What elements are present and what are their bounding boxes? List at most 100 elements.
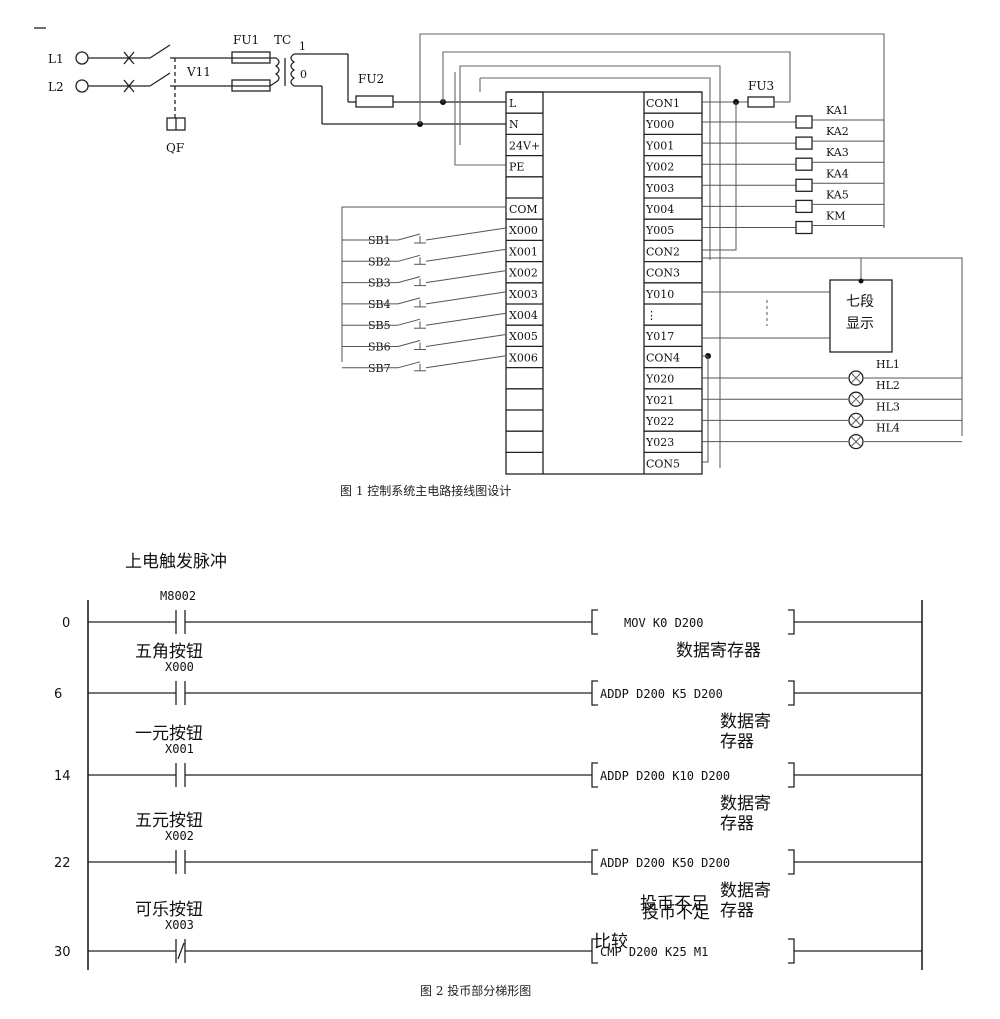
- plc-terminal-label: Y021: [645, 394, 674, 407]
- terminal-l1: [75, 51, 89, 65]
- rung-comment: 可乐按钮: [135, 900, 203, 920]
- terminal-l2: [75, 79, 89, 93]
- contact-device: X001: [165, 742, 194, 756]
- operand-comment: 存器: [720, 814, 754, 834]
- relay-ka5: KA5: [702, 188, 884, 214]
- plc-terminal-label: PE: [509, 161, 524, 174]
- display-label-1: 七段: [846, 294, 874, 310]
- instruction-bracket: [591, 938, 598, 964]
- tap-0-label: 0: [300, 68, 307, 81]
- instruction-comment: 比较: [594, 932, 628, 952]
- rung-step-number: 30: [54, 945, 71, 960]
- plc-terminal-label: X003: [509, 288, 538, 301]
- plc-terminal-label: X000: [509, 224, 538, 237]
- relay-ka3: KA3: [702, 146, 884, 171]
- instruction-bracket: [591, 849, 598, 875]
- plc-terminal-label: Y003: [645, 182, 674, 195]
- operand-comment: 投币不足: [640, 894, 708, 914]
- instruction-text: CMP D200 K25 M1: [600, 945, 708, 959]
- rung-comment: 五角按钮: [135, 642, 203, 662]
- plc-terminal-label: CON2: [646, 245, 680, 258]
- circuit-diagram: L1 L2 QF V11 FU1 TC 1 0 FU2: [34, 27, 963, 498]
- operand-comment: 存器: [720, 901, 754, 921]
- pushbutton-sb6: SB6: [342, 334, 507, 354]
- instruction-bracket: [591, 762, 598, 788]
- relay-ka4: KA4: [702, 167, 884, 192]
- plc-terminal-label: CON4: [646, 351, 680, 364]
- switch-label: V11: [186, 65, 211, 79]
- pushbutton-sb1: SB1: [342, 227, 507, 247]
- operand-comment: 数据寄: [720, 712, 771, 732]
- relay-label: KA5: [826, 188, 849, 201]
- plc-terminal-label: 24V+: [509, 139, 540, 152]
- tap-1-label: 1: [299, 40, 306, 53]
- plc-terminal-label: Y023: [645, 436, 674, 449]
- lamp-hl4: HL4: [702, 422, 962, 450]
- rung-step-number: 22: [54, 856, 71, 871]
- plc-terminal-label: COM: [509, 203, 538, 216]
- lamp-label: HL2: [876, 379, 900, 392]
- terminal-label-l1: L1: [48, 52, 64, 66]
- plc-terminal-label: Y022: [645, 415, 674, 428]
- plc-terminal-label: X002: [509, 267, 538, 280]
- lamp-hl1: HL1: [702, 358, 962, 386]
- contact-device: X003: [165, 918, 194, 932]
- relay-label: KA3: [826, 146, 849, 159]
- plc-right-terminals: CON1Y000Y001Y002Y003Y004Y005CON2CON3Y010…: [644, 91, 702, 470]
- pushbutton-sb4: SB4: [342, 291, 507, 311]
- plc-terminal-label: X004: [509, 309, 538, 322]
- plc-terminal-label: Y002: [645, 161, 674, 174]
- lamp-label: HL1: [876, 358, 900, 371]
- contact-device: M8002: [160, 589, 196, 603]
- lamp-hl2: HL2: [702, 379, 962, 407]
- relay-ka1: KA1: [702, 104, 884, 129]
- instruction-text: ADDP D200 K5 D200: [600, 687, 723, 701]
- operand-comment: 投币不足: [642, 903, 710, 923]
- breaker-contacts: [123, 51, 135, 93]
- plc-terminal-label: CON3: [646, 267, 680, 280]
- plc-terminal-label: Y017: [645, 330, 674, 343]
- fuse-fu2-label: FU2: [358, 72, 384, 86]
- lamp-hl3: HL3: [702, 400, 962, 429]
- lamp-label: HL3: [876, 400, 900, 413]
- instruction-text: MOV K0 D200: [624, 616, 703, 630]
- operand-comment: 存器: [720, 732, 754, 752]
- plc-terminal-label: Y020: [645, 373, 674, 386]
- contact-device: X002: [165, 829, 194, 843]
- relay-km: KM: [702, 210, 884, 235]
- lamp-label: HL4: [876, 422, 900, 435]
- rung-comment: 一元按钮: [135, 724, 203, 744]
- instruction-text: ADDP D200 K10 D200: [600, 769, 730, 783]
- relay-ka2: KA2: [702, 125, 884, 150]
- plc-terminal-label: CON5: [646, 457, 680, 470]
- terminal-label-l2: L2: [48, 80, 64, 94]
- fuse-fu1-label: FU1: [233, 33, 259, 47]
- relay-label: KA4: [826, 167, 849, 180]
- rung-step-number: 0: [62, 616, 70, 631]
- fuse-fu3-label: FU3: [748, 79, 774, 93]
- rung-comment: 五元按钮: [135, 811, 203, 831]
- plc-terminal-label: Y001: [645, 139, 674, 152]
- plc-terminal-label: ⋮: [646, 309, 657, 322]
- instruction-text: ADDP D200 K50 D200: [600, 856, 730, 870]
- rung-step-number: 14: [54, 769, 71, 784]
- plc-terminal-label: L: [509, 97, 517, 110]
- plc-terminal-label: CON1: [646, 97, 680, 110]
- pushbutton-sb3: SB3: [342, 270, 507, 290]
- pushbutton-sb2: SB2: [342, 248, 507, 268]
- plc-terminal-label: X005: [509, 330, 538, 343]
- plc-terminal-label: Y000: [645, 118, 674, 131]
- rung-step-number: 6: [54, 687, 62, 702]
- plc-terminal-label: X006: [509, 351, 538, 364]
- plc-terminal-label: Y010: [645, 288, 674, 301]
- fuse-fu2: [355, 95, 394, 108]
- relay-label: KA1: [826, 104, 849, 117]
- operand-comment: 数据寄存器: [676, 641, 761, 661]
